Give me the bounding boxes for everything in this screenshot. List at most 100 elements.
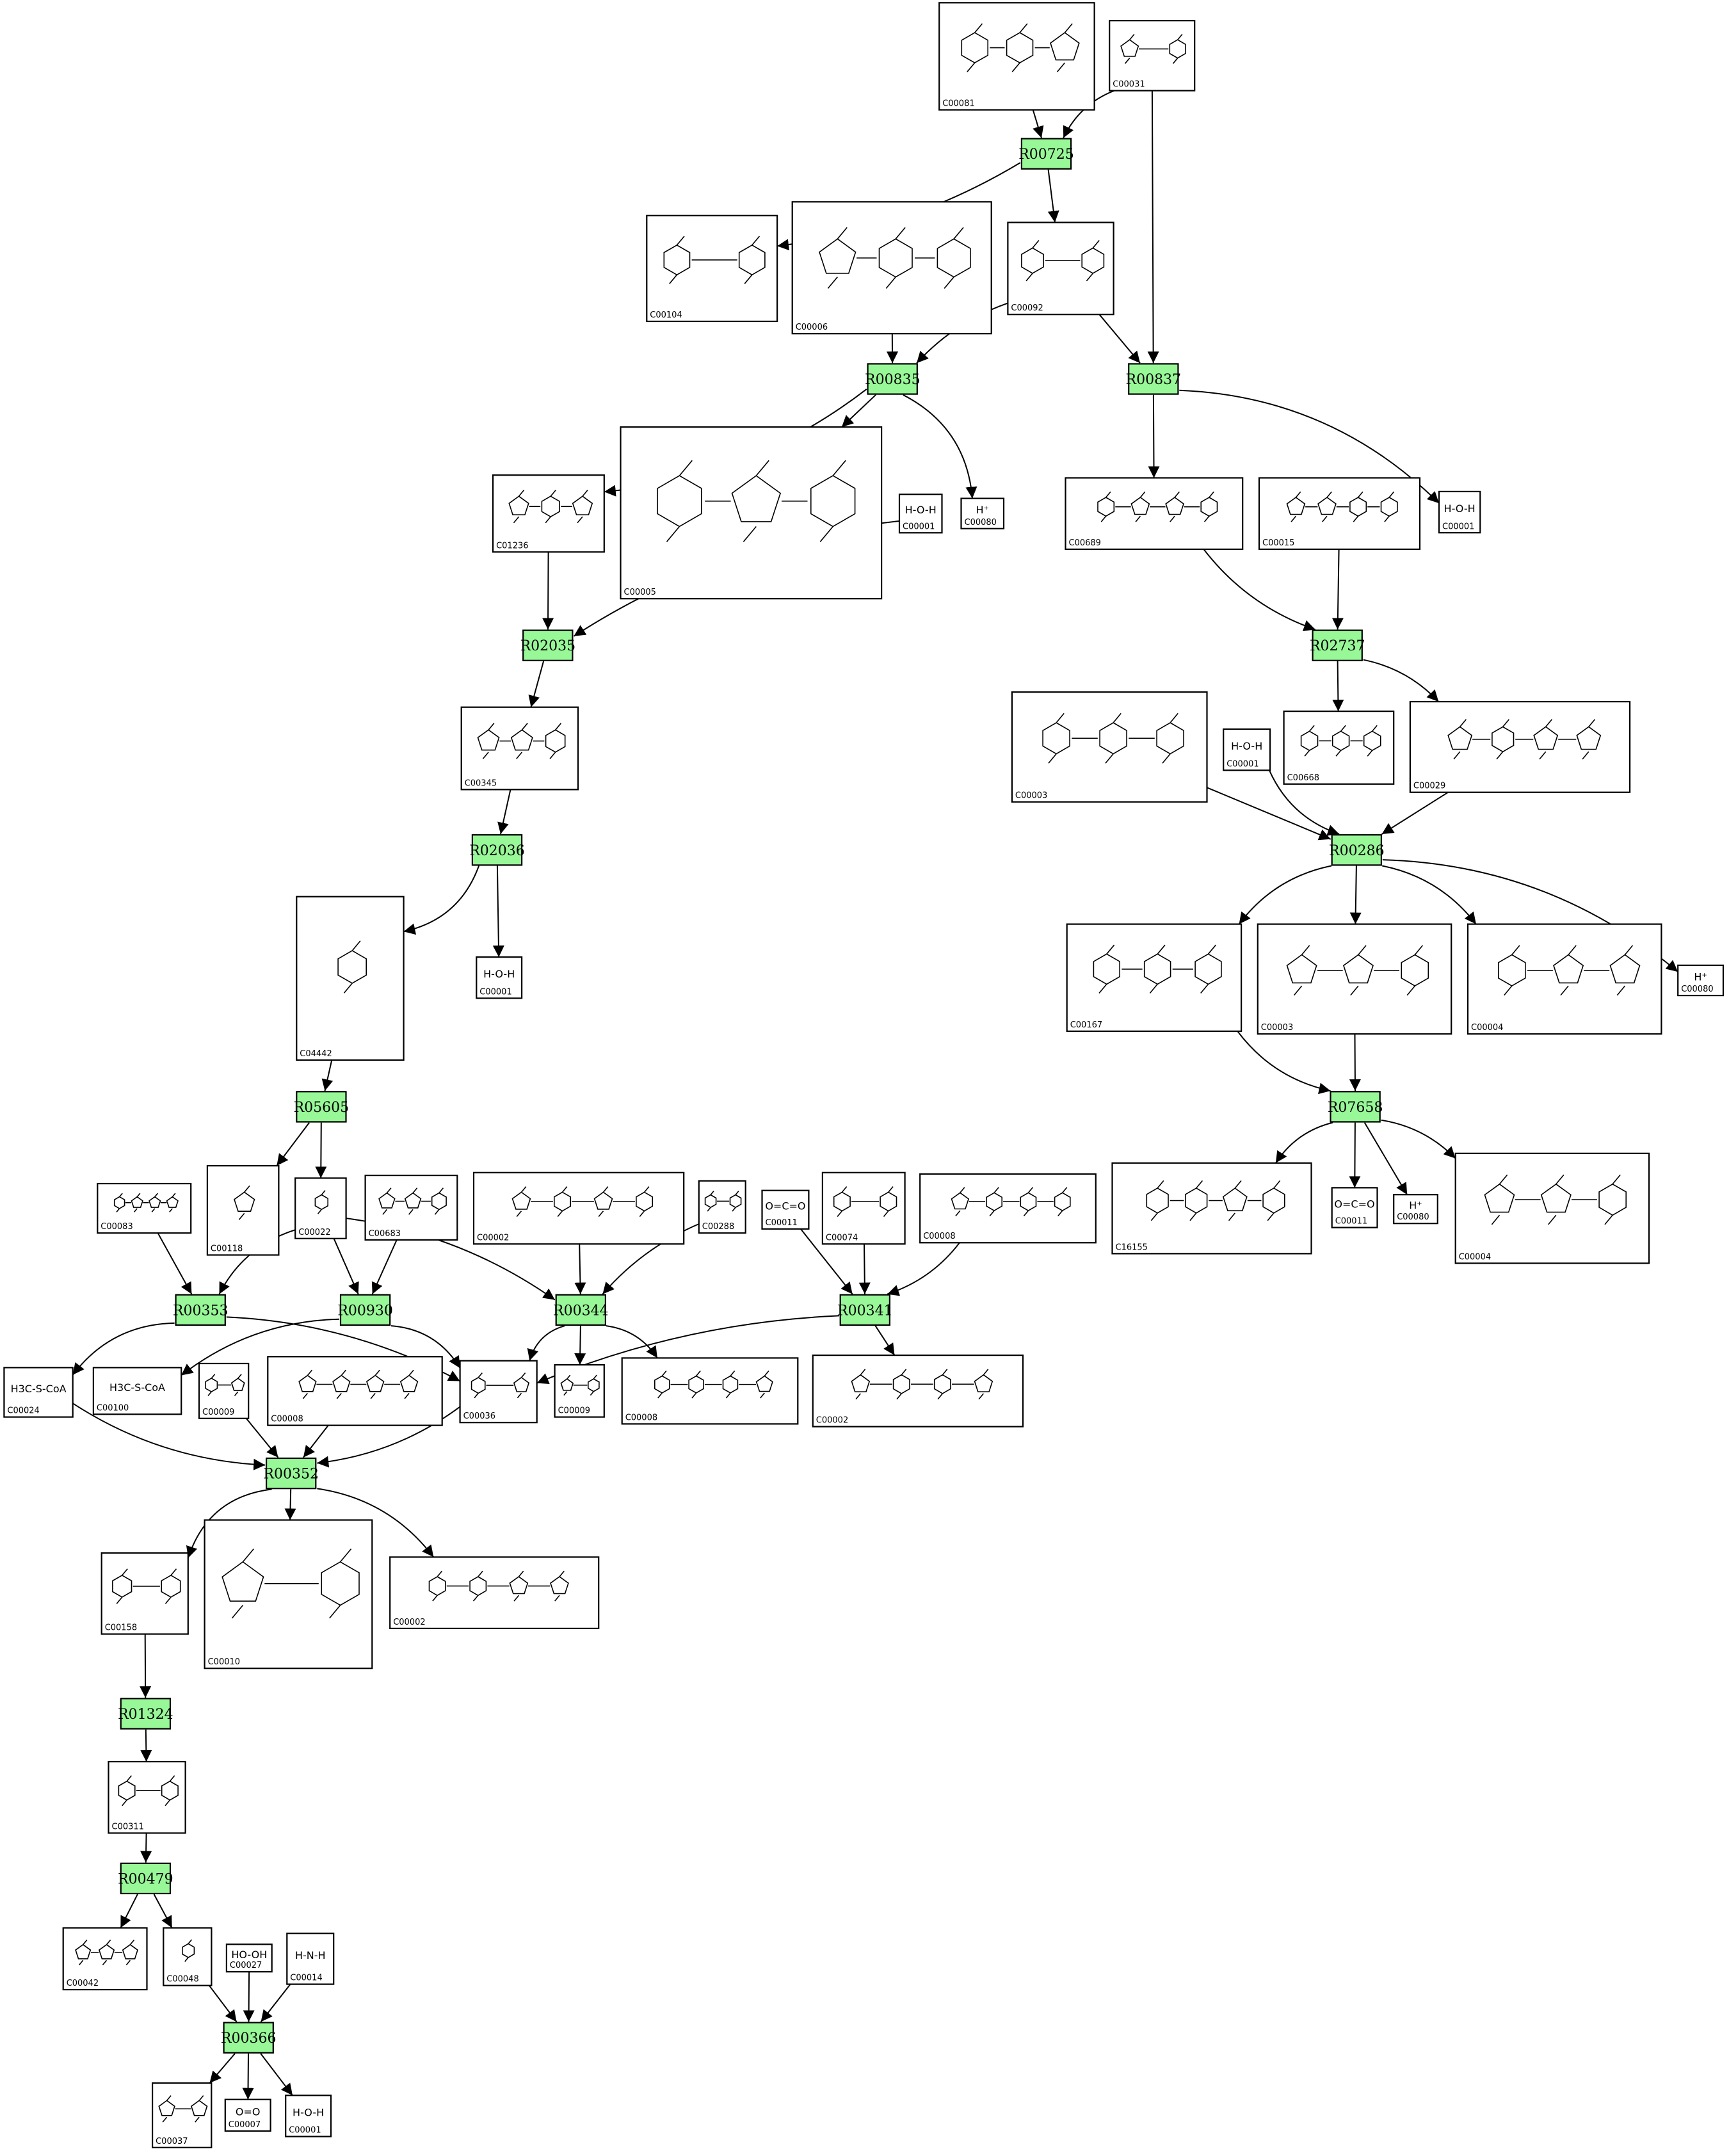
compound-node[interactable]: C16155 [1111,1162,1312,1255]
compound-node[interactable]: C00074 [821,1171,906,1245]
compound-box [204,1519,373,1669]
compound-node[interactable]: C00048 [163,1927,213,1986]
compound-id: C00004 [1459,1252,1491,1262]
reaction-id: R01324 [118,1707,173,1723]
reaction-node[interactable]: R00344 [553,1294,609,1326]
structure-sketch [1447,719,1602,760]
compound-node[interactable]: C00037 [152,2082,213,2148]
reaction-arrow [800,1228,853,1295]
compound-box [1454,1152,1650,1264]
compound-node[interactable]: C00010 [204,1519,373,1669]
compound-node[interactable]: C00015 [1258,477,1421,551]
compound-node[interactable]: H⁺C00080 [1393,1194,1438,1225]
reaction-box [175,1294,226,1326]
structure-sketch [1097,491,1218,522]
compound-node[interactable]: C00081 [938,2,1095,111]
compound-node[interactable]: C00031 [1109,20,1196,92]
compound-node[interactable]: C00104 [646,214,778,323]
compound-node[interactable]: C00083 [97,1182,192,1234]
reaction-id: R00286 [1329,843,1385,859]
compound-node[interactable]: C00003 [1011,691,1208,803]
compound-box [554,1364,605,1418]
reaction-node[interactable]: R00479 [118,1862,173,1895]
reaction-node[interactable]: R00366 [221,2022,277,2054]
compound-node[interactable]: C00668 [1283,710,1395,785]
reaction-arrow [602,1223,700,1295]
compound-box [938,2,1095,111]
compound-box [285,2095,332,2137]
compound-node[interactable]: C00029 [1409,700,1631,793]
reaction-arrow [140,1729,152,1762]
compound-node[interactable]: C00689 [1065,477,1244,551]
compound-box [296,896,405,1061]
reaction-node[interactable]: R07658 [1328,1091,1383,1123]
compound-node[interactable]: C00002 [472,1171,685,1245]
compound-node[interactable]: C00004 [1454,1152,1650,1264]
reaction-box [1330,1091,1381,1123]
compound-node[interactable]: C04442 [296,896,405,1061]
compound-node[interactable]: C00002 [389,1556,600,1629]
reaction-node[interactable]: R02036 [469,834,525,866]
compound-node[interactable]: C00042 [62,1927,148,1991]
compound-node[interactable]: C00288 [698,1180,746,1234]
compound-node[interactable]: C00311 [108,1760,186,1834]
compound-node[interactable]: C00004 [1467,923,1662,1035]
reaction-node[interactable]: R05605 [294,1091,350,1123]
structure-sketch [182,1939,195,1962]
compound-node[interactable]: C00008 [267,1356,443,1426]
compound-node[interactable]: C00009 [198,1362,250,1419]
compound-node[interactable]: C00008 [621,1357,799,1425]
compound-box [1066,923,1242,1032]
reaction-node[interactable]: R00930 [337,1294,393,1326]
reaction-node[interactable]: R00286 [1329,834,1385,866]
reaction-node[interactable]: R00725 [1018,138,1074,170]
reaction-arrow [1179,389,1440,504]
compound-node[interactable]: C00345 [460,706,579,791]
compound-node[interactable]: C00006 [791,201,992,335]
compound-node[interactable]: C00158 [101,1552,189,1635]
reaction-node[interactable]: R02737 [1310,629,1365,661]
reaction-node[interactable]: R00341 [837,1294,893,1326]
compound-node[interactable]: C00008 [919,1173,1097,1244]
reaction-arrow [1381,791,1449,835]
compound-node[interactable]: H⁺C00080 [1677,964,1725,997]
compound-node[interactable]: C01236 [492,474,605,553]
structure-sketch [1042,712,1184,764]
diagram-nodes: C00081C00031C00104C00006C00092C01236C000… [3,2,1725,2148]
reaction-node[interactable]: R00835 [865,363,921,395]
reaction-node[interactable]: R00353 [173,1294,229,1326]
structure-sketch [221,1549,360,1619]
compound-node[interactable]: C00167 [1066,923,1242,1032]
reaction-node[interactable]: R02035 [520,629,576,661]
compound-node[interactable]: C00118 [206,1164,280,1256]
compound-node[interactable]: H⁺C00080 [960,497,1005,529]
reaction-node[interactable]: R01324 [118,1698,173,1730]
compound-node[interactable]: C00005 [620,426,883,600]
compound-node[interactable]: C00003 [1257,923,1452,1035]
compound-box [206,1164,280,1256]
compound-node[interactable]: C00009 [554,1364,605,1418]
compound-node[interactable]: C00036 [459,1360,538,1424]
compound-node[interactable]: C00092 [1007,221,1114,316]
compound-node[interactable]: C00683 [364,1174,458,1241]
compound-id: C00002 [816,1416,848,1426]
compound-id: C00022 [298,1228,330,1237]
compound-node[interactable]: C00022 [294,1177,347,1239]
reaction-node[interactable]: R00837 [1126,363,1182,395]
reaction-node[interactable]: R00352 [263,1457,319,1490]
compound-id: C00008 [625,1413,657,1422]
compound-node[interactable]: C00002 [812,1355,1024,1428]
structure-sketch [961,23,1080,72]
